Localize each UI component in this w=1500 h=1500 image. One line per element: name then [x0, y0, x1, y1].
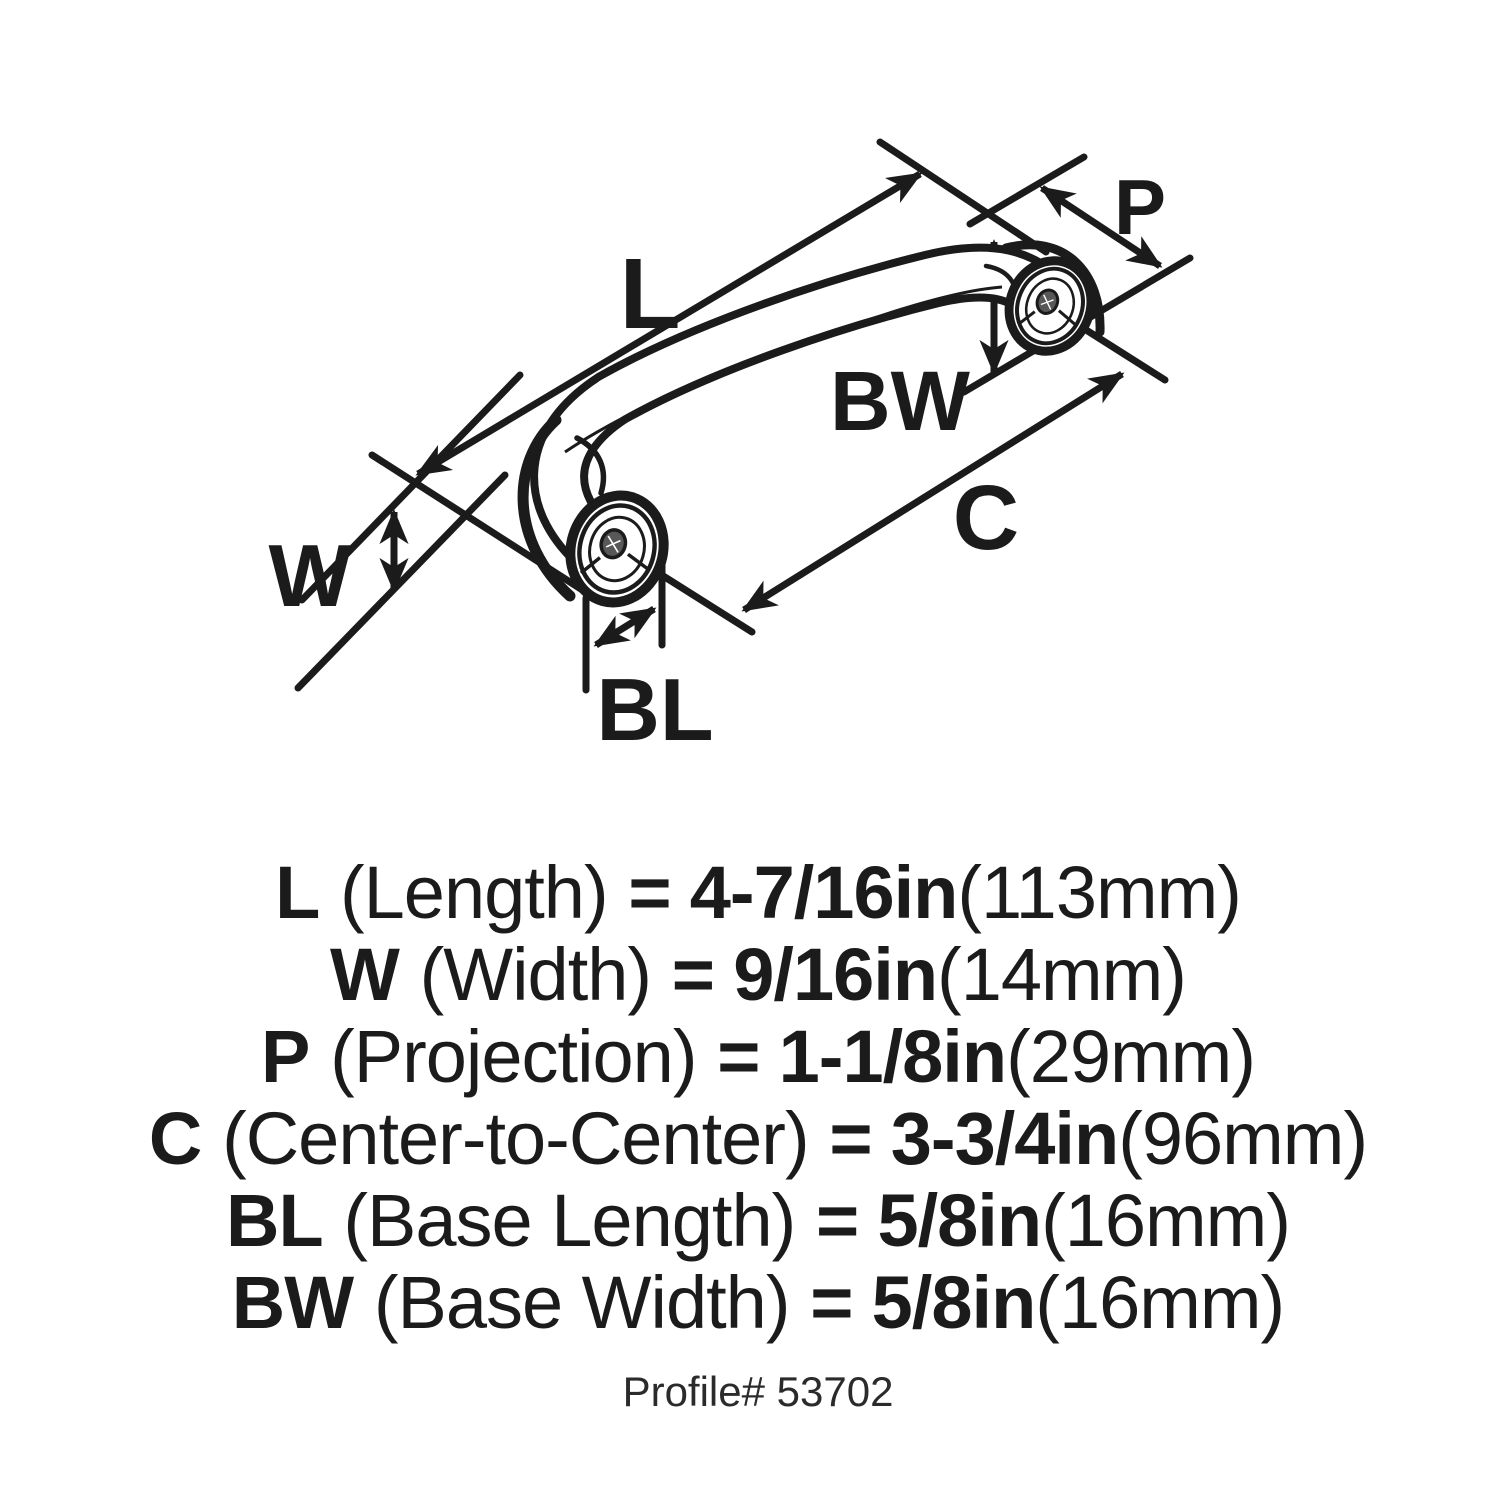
equals-sign: = — [829, 1097, 872, 1180]
base-length-dimension-arrow — [593, 606, 657, 648]
length-right-extension-line — [876, 138, 1050, 256]
profile-number: Profile# 53702 — [622, 1368, 894, 1415]
spec-label: (Center-to-Center) — [222, 1097, 810, 1180]
left-base-spoke — [579, 556, 602, 575]
spec-metric: (29mm) — [1006, 1015, 1256, 1098]
spec-value: 4-7/16in — [689, 851, 959, 934]
spec-metric: (14mm) — [937, 933, 1187, 1016]
left-hook-flourish — [574, 435, 607, 496]
spec-label: (Projection) — [330, 1015, 697, 1098]
dimension-arrows — [379, 170, 1163, 648]
right-base-inner-ring — [1024, 277, 1076, 335]
label-projection: P — [1114, 163, 1166, 251]
spec-value: 5/8in — [877, 1179, 1042, 1262]
spec-metric: (96mm) — [1118, 1097, 1368, 1180]
spec-label: (Base Length) — [343, 1179, 796, 1262]
spec-metric: (16mm) — [1041, 1179, 1291, 1262]
spec-row-base-width: BW(Base Width)=5/8in(16mm) — [16, 1262, 1500, 1344]
spec-row-length: L(Length)=4-7/16in(113mm) — [16, 852, 1500, 934]
spec-value: 5/8in — [871, 1261, 1037, 1344]
spec-label: (Length) — [339, 851, 609, 934]
left-screw-hole-hatch — [605, 539, 621, 548]
right-base — [1004, 256, 1096, 356]
dimension-spec-list: L(Length)=4-7/16in(113mm) W(Width)=9/16i… — [0, 852, 1500, 1416]
spec-code: W — [330, 933, 400, 1016]
spec-label: (Base Width) — [373, 1261, 791, 1344]
right-end-sweep — [1001, 240, 1105, 337]
spec-metric: (113mm) — [957, 851, 1242, 934]
handle-drawing-svg: L P BW C W BL — [268, 138, 1194, 759]
equals-sign: = — [815, 1179, 859, 1262]
left-base-spoke — [626, 552, 650, 571]
spec-code: C — [148, 1097, 202, 1180]
spec-code: BL — [226, 1179, 324, 1262]
left-base-inner-ring — [588, 515, 646, 583]
spec-code: P — [261, 1015, 310, 1098]
tube-highlight-line — [564, 285, 1003, 454]
label-center-to-center: C — [953, 467, 1019, 569]
spec-value: 9/16in — [733, 933, 938, 1016]
spec-metric: (16mm) — [1035, 1261, 1285, 1344]
label-base-width: BW — [830, 354, 971, 448]
spec-label: (Width) — [419, 933, 652, 1016]
spec-row-projection: P(Projection)=1-1/8in(29mm) — [16, 1016, 1500, 1098]
spec-code: L — [275, 851, 320, 934]
equals-sign: = — [628, 851, 671, 934]
right-base-spoke — [1057, 309, 1077, 327]
left-end-sweep — [517, 414, 576, 602]
right-base-spoke — [1018, 310, 1036, 325]
left-base — [565, 490, 669, 608]
label-base-length: BL — [596, 660, 713, 759]
label-length: L — [619, 238, 680, 350]
spec-value: 1-1/8in — [778, 1015, 1007, 1098]
length-dimension-arrow — [415, 170, 923, 478]
spec-row-width: W(Width)=9/16in(14mm) — [16, 934, 1500, 1016]
right-screw-hole-hatch — [1040, 299, 1054, 306]
equals-sign: = — [671, 933, 715, 1016]
label-width: W — [268, 526, 351, 625]
spec-value: 3-3/4in — [890, 1097, 1119, 1180]
length-left-extension-line — [368, 451, 602, 604]
left-base-mid-ring — [577, 503, 657, 595]
projection-left-extension-line — [966, 153, 1088, 228]
spec-row-base-length: BL(Base Length)=5/8in(16mm) — [16, 1180, 1500, 1262]
right-base-mid-ring — [1015, 266, 1085, 346]
equals-sign: = — [717, 1015, 760, 1098]
center-dimension-arrow — [741, 371, 1125, 613]
dimension-diagram: L P BW C W BL — [268, 138, 1194, 759]
projection-dimension-arrow — [1039, 185, 1163, 269]
spec-code: BW — [231, 1261, 354, 1344]
equals-sign: = — [810, 1261, 853, 1344]
spec-row-center-to-center: C(Center-to-Center)=3-3/4in(96mm) — [16, 1098, 1500, 1180]
handle-tube-fill — [538, 251, 1066, 564]
